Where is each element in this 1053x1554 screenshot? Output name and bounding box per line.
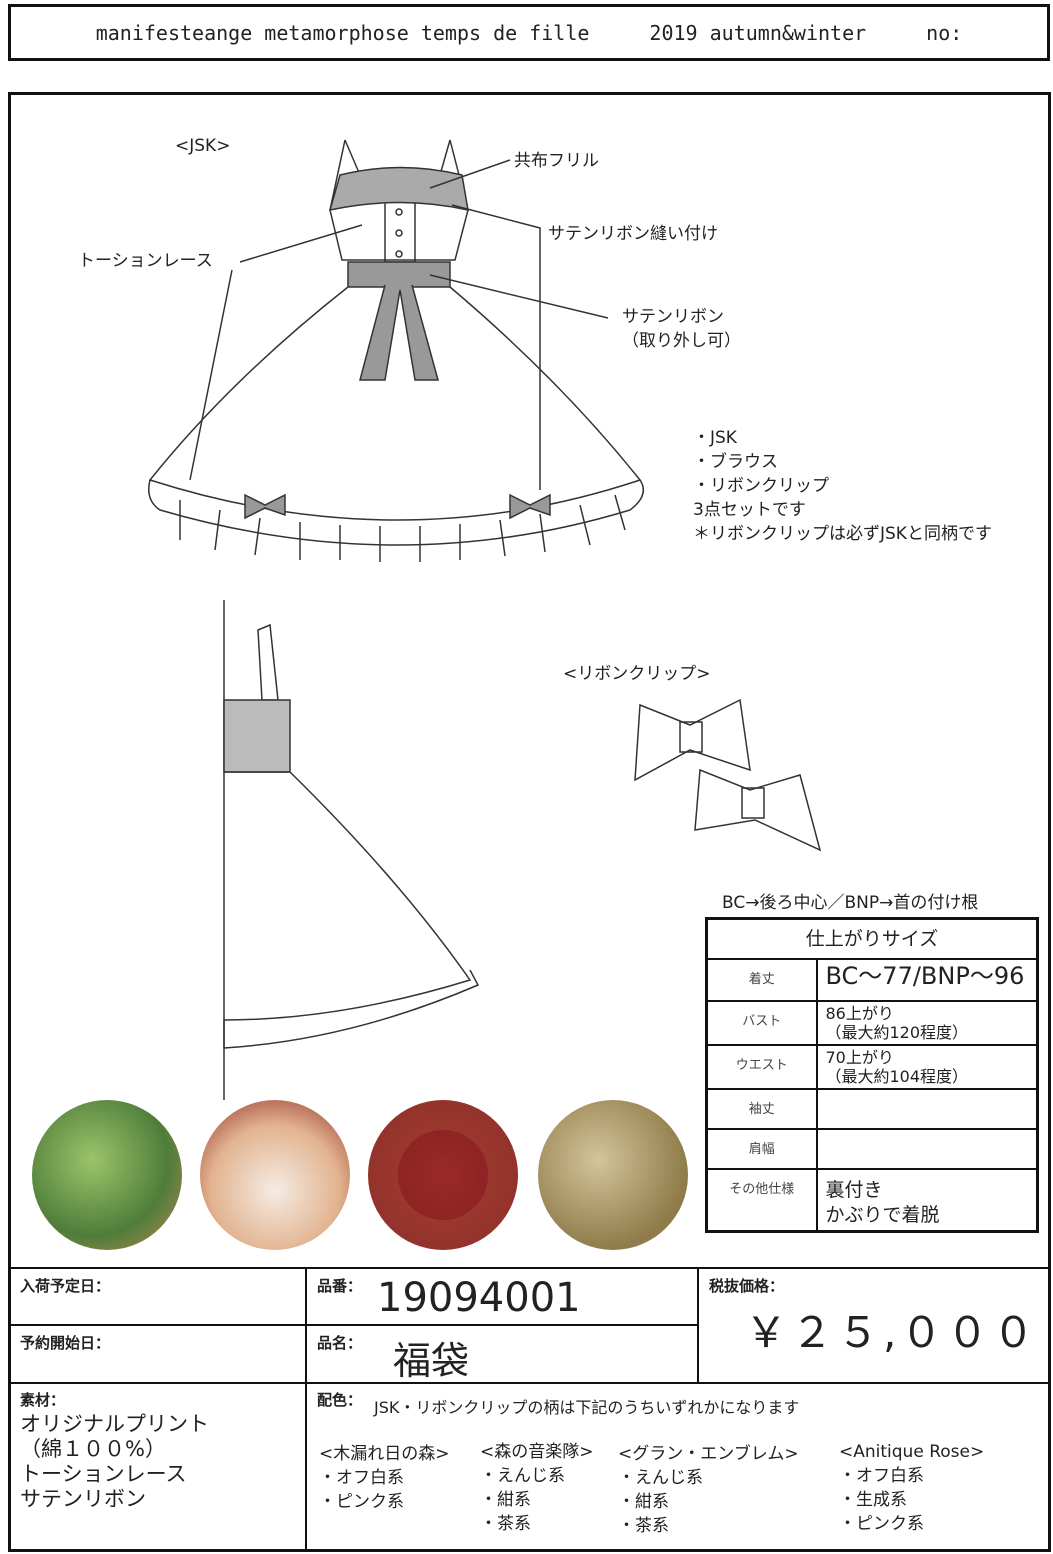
arrival-label: 入荷予定日： bbox=[20, 1277, 111, 1295]
size-value-note: （最大約104程度） bbox=[825, 1066, 969, 1086]
material: トーションレース bbox=[20, 1462, 187, 1486]
pattern-color: ・茶系 bbox=[618, 1516, 669, 1536]
size-value: 86上がり bbox=[825, 1003, 894, 1023]
size-table-title: 仕上がりサイズ bbox=[705, 917, 1039, 960]
size-value: かぶりで着脱 bbox=[825, 1203, 940, 1226]
product-code: 19094001 bbox=[377, 1275, 581, 1321]
reserve-date-cell: 予約開始日： bbox=[8, 1324, 307, 1384]
set-item: ・リボンクリップ bbox=[693, 476, 829, 496]
pattern-4: <Anitique Rose> ・オフ白系・生成系・ピンク系 bbox=[839, 1440, 984, 1536]
ribbon-clip-drawing bbox=[634, 698, 822, 852]
jsk-side-drawing bbox=[223, 600, 480, 1100]
dress-drawings bbox=[148, 139, 822, 1100]
size-key: 袖丈 bbox=[705, 1087, 818, 1130]
pattern-color: ・えんじ系 bbox=[618, 1468, 703, 1488]
code-cell: 品番： 19094001 bbox=[305, 1267, 699, 1326]
size-key: ウエスト bbox=[705, 1043, 818, 1090]
material-cell: 素材： オリジナルプリント（綿１００%）トーションレースサテンリボン bbox=[8, 1382, 307, 1552]
callout-frill: 共布フリル bbox=[514, 151, 599, 171]
pattern-name: <森の音楽隊> bbox=[480, 1442, 594, 1462]
price: ￥２５,０００ bbox=[745, 1308, 1039, 1357]
clip-title: <リボンクリップ> bbox=[563, 664, 711, 684]
pattern-name: <グラン・エンブレム> bbox=[618, 1444, 799, 1464]
pattern-name: <Anitique Rose> bbox=[839, 1442, 985, 1462]
color-cell: 配色： JSK・リボンクリップの柄は下記のうちいずれかになります <木漏れ日の森>… bbox=[305, 1382, 1051, 1552]
set-item: ＊リボンクリップは必ずJSKと同柄です bbox=[693, 524, 992, 544]
pattern-color: ・生成系 bbox=[839, 1490, 907, 1510]
size-value-note: （最大約120程度） bbox=[825, 1022, 969, 1042]
size-value: 70上がり bbox=[825, 1047, 894, 1067]
product-name: 福袋 bbox=[393, 1339, 470, 1383]
size-key: その他仕様 bbox=[705, 1167, 818, 1232]
pattern-color: ・ピンク系 bbox=[319, 1492, 404, 1512]
pattern-color: ・ピンク系 bbox=[839, 1514, 924, 1534]
pattern-color: ・茶系 bbox=[480, 1514, 531, 1534]
material: （綿１００%） bbox=[20, 1437, 166, 1461]
code-label: 品番： bbox=[317, 1277, 363, 1295]
size-note: BC→後ろ中心／BNP→首の付け根 bbox=[722, 893, 979, 913]
price-cell: 税抜価格： ￥２５,０００ bbox=[697, 1267, 1051, 1384]
pattern-color: ・オフ白系 bbox=[319, 1468, 404, 1488]
pattern-color: ・えんじ系 bbox=[480, 1466, 565, 1486]
jsk-front-drawing bbox=[148, 139, 645, 562]
arrival-date-cell: 入荷予定日： bbox=[8, 1267, 307, 1326]
name-cell: 品名： 福袋 bbox=[305, 1324, 699, 1384]
reserve-label: 予約開始日： bbox=[20, 1334, 111, 1352]
pattern-color: ・オフ白系 bbox=[839, 1466, 924, 1486]
pattern-2: <森の音楽隊> ・えんじ系・紺系・茶系 bbox=[480, 1440, 594, 1536]
swatch-komorebi bbox=[32, 1100, 182, 1250]
swatch-emblem bbox=[368, 1100, 518, 1250]
set-items: ・JSK ・ブラウス ・リボンクリップ 3点セットです ＊リボンクリップは必ずJ… bbox=[693, 426, 992, 546]
pattern-1: <木漏れ日の森> ・オフ白系・ピンク系 bbox=[319, 1442, 450, 1514]
material: サテンリボン bbox=[20, 1487, 146, 1511]
brand-title: manifesteange metamorphose temps de fill… bbox=[95, 20, 590, 45]
pattern-name: <木漏れ日の森> bbox=[319, 1444, 450, 1464]
color-label: 配色： bbox=[317, 1391, 363, 1409]
pattern-color: ・紺系 bbox=[480, 1490, 531, 1510]
set-item: 3点セットです bbox=[693, 500, 806, 520]
size-value: BC～77/BNP～96 bbox=[815, 957, 1039, 1002]
swatch-ongakutai bbox=[200, 1100, 350, 1250]
season: 2019 autumn&winter bbox=[649, 20, 867, 45]
jsk-title: <JSK> bbox=[175, 136, 231, 156]
header-bar: manifesteange metamorphose temps de fill… bbox=[8, 4, 1050, 61]
size-key: 着丈 bbox=[705, 957, 818, 1002]
number-label: no: bbox=[926, 20, 963, 45]
set-item: ・JSK bbox=[693, 428, 737, 448]
material: オリジナルプリント bbox=[20, 1412, 209, 1436]
pattern-color: ・紺系 bbox=[618, 1492, 669, 1512]
set-item: ・ブラウス bbox=[693, 452, 778, 472]
size-key: バスト bbox=[705, 999, 818, 1046]
price-label: 税抜価格： bbox=[709, 1277, 785, 1295]
color-note: JSK・リボンクリップの柄は下記のうちいずれかになります bbox=[374, 1398, 800, 1417]
callout-ribbon: サテンリボン bbox=[622, 307, 724, 327]
name-label: 品名： bbox=[317, 1334, 363, 1352]
material-label: 素材： bbox=[20, 1391, 66, 1409]
pattern-3: <グラン・エンブレム> ・えんじ系・紺系・茶系 bbox=[618, 1442, 799, 1538]
size-value: 裏付き bbox=[825, 1178, 883, 1201]
size-key: 肩幅 bbox=[705, 1127, 818, 1170]
callout-ribbon-sewn: サテンリボン縫い付け bbox=[548, 224, 718, 244]
swatch-antique-rose bbox=[538, 1100, 688, 1250]
callout-ribbon-note: （取り外し可） bbox=[622, 331, 741, 351]
callout-lace: トーションレース bbox=[78, 251, 213, 271]
